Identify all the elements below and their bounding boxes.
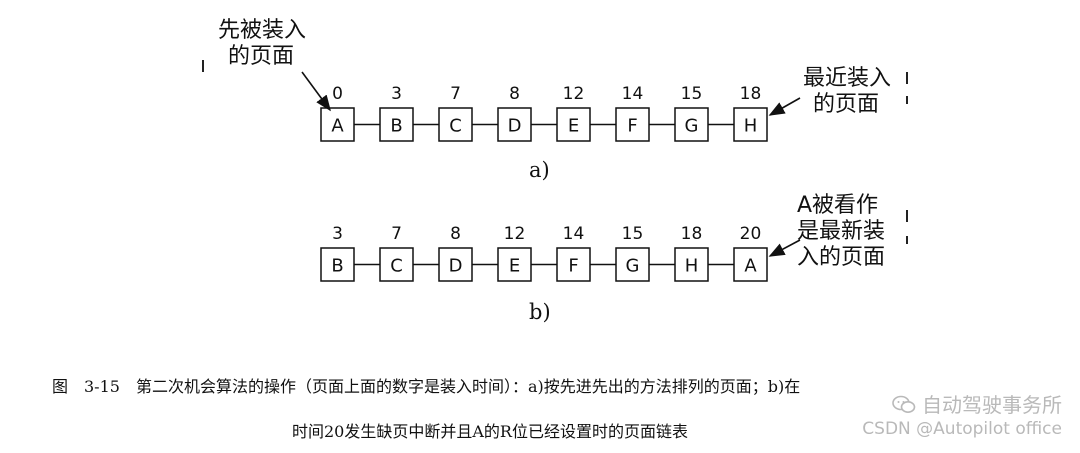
page-label: C [390, 256, 403, 277]
page-label: B [390, 116, 402, 137]
second-chance-page-list: B 3C 7D 8E 12F 14G 15H 18A 20 [320, 224, 768, 282]
load-time-label: 20 [740, 224, 762, 244]
watermark-title: 自动驾驶事务所 [922, 393, 1062, 417]
page-box [733, 107, 768, 142]
page-box [615, 107, 650, 142]
load-time-label: 15 [681, 84, 703, 104]
page-box [497, 107, 532, 142]
load-time-label: 14 [622, 84, 644, 104]
wechat-icon [892, 395, 916, 413]
page-box [438, 247, 473, 282]
note-first-loaded: 先被装入 的页面 [218, 18, 307, 69]
page-label: C [449, 116, 462, 137]
load-time-label: 14 [563, 224, 585, 244]
figure-caption-line2: 时间20发生缺页中断并且A的R位已经设置时的页面链表 [292, 422, 688, 441]
scan-mark [906, 236, 908, 244]
page-box [379, 107, 414, 142]
page-label: H [685, 256, 699, 277]
page-label: A [331, 116, 344, 137]
load-time-label: 15 [622, 224, 644, 244]
load-time-label: 12 [563, 84, 585, 104]
page-box [497, 247, 532, 282]
page-box [733, 247, 768, 282]
page-box [556, 247, 591, 282]
load-time-label: 7 [391, 224, 402, 244]
load-time-label: 3 [332, 224, 343, 244]
page-box [556, 107, 591, 142]
page-label: F [568, 256, 578, 277]
page-label: D [508, 116, 522, 137]
scan-mark [906, 96, 908, 104]
load-time-label: 18 [740, 84, 762, 104]
page-label: G [626, 256, 640, 277]
load-time-label: 3 [391, 84, 402, 104]
note-a-as-newest: A被看作 是最新装 入的页面 [797, 193, 886, 270]
panel-a-label: a) [529, 158, 550, 182]
page-label: E [568, 116, 579, 137]
load-time-label: 12 [504, 224, 526, 244]
note-last-loaded: 最近装入 的页面 [803, 66, 892, 117]
load-time-label: 7 [450, 84, 461, 104]
page-label: E [509, 256, 520, 277]
page-box [674, 247, 709, 282]
scan-mark [906, 72, 908, 84]
page-label: D [449, 256, 463, 277]
page-label: H [744, 116, 758, 137]
load-time-label: 8 [509, 84, 520, 104]
panel-b-label: b) [529, 300, 551, 324]
page-label: F [627, 116, 637, 137]
page-label: G [685, 116, 699, 137]
load-time-label: 8 [450, 224, 461, 244]
watermark: 自动驾驶事务所 CSDN @Autopilot office [862, 392, 1062, 440]
scan-mark [202, 60, 204, 72]
page-label: B [331, 256, 343, 277]
page-box [320, 107, 355, 142]
figure-caption-line1: 图 3-15 第二次机会算法的操作（页面上面的数字是装入时间）：a)按先进先出的… [52, 377, 801, 396]
arrow-to-a-as-newest [768, 239, 801, 257]
load-time-label: 0 [332, 84, 343, 104]
arrow-to-first-loaded [301, 71, 331, 112]
watermark-credit: CSDN @Autopilot office [862, 419, 1062, 439]
load-time-label: 18 [681, 224, 703, 244]
fifo-page-list: A 0B 3C 7D 8E 12F 14G 15H 18 [320, 84, 768, 142]
scan-mark [906, 210, 908, 222]
page-label: A [744, 256, 757, 277]
arrow-to-last-loaded [768, 97, 801, 116]
